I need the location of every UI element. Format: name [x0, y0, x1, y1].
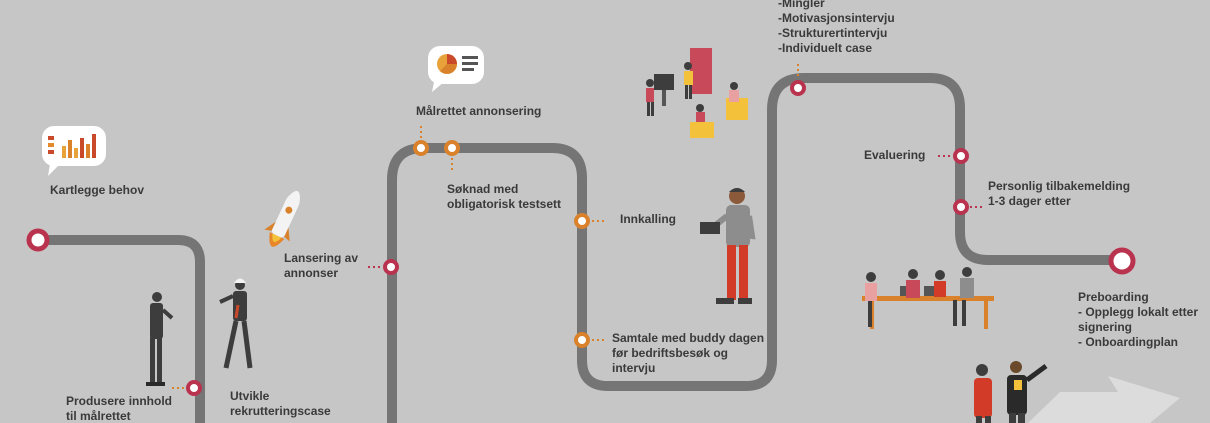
person-helmet-illustration — [219, 278, 253, 369]
marker-soknad — [444, 140, 460, 170]
marker-lansering — [368, 259, 399, 275]
person-tablet-illustration — [700, 188, 756, 304]
marker-evaluering — [938, 148, 969, 164]
bar-chart-speech-bubble-icon — [42, 126, 106, 176]
pie-chart-speech-bubble-icon — [428, 46, 484, 92]
step-samtale-buddy: Samtale med buddy dagen før bedriftsbesø… — [612, 331, 765, 375]
step-personlig-tilbakemelding: Personlig tilbakemelding 1-3 dager etter — [988, 179, 1131, 208]
step-soknad: Søknad med obligatorisk testsett — [447, 182, 562, 211]
end-marker — [1108, 247, 1136, 275]
step-lansering: Lansering av annonser — [284, 251, 359, 280]
step-kartlegge-behov: Kartlegge behov — [50, 183, 145, 197]
step-evaluering: Evaluering — [864, 148, 926, 162]
step-innkalling: Innkalling — [620, 212, 677, 226]
marker-samtale — [574, 332, 606, 348]
marker-produsere — [172, 380, 202, 396]
two-people-illustration — [974, 361, 1048, 423]
meeting-table-illustration — [862, 267, 994, 329]
step-utvikle-case: Utvikle rekrutteringscase — [230, 389, 331, 418]
person-phone-illustration — [146, 292, 174, 386]
interview-scene-illustration — [646, 48, 748, 138]
step-malrettet-annonsering: Målrettet annonsering — [416, 104, 542, 118]
marker-intervju — [790, 64, 806, 96]
marker-malrettet — [413, 126, 429, 156]
step-intervju-list: -Mingler -Motivasjonsintervju -Strukture… — [778, 0, 895, 55]
rocket-icon — [264, 191, 300, 247]
step-preboarding: Preboarding - Opplegg lokalt etter signe… — [1078, 290, 1199, 349]
forward-arrow-illustration — [1028, 376, 1180, 423]
road-path — [38, 73, 1122, 423]
start-marker — [26, 228, 50, 252]
marker-innkalling — [574, 213, 606, 229]
marker-personlig — [953, 199, 984, 215]
step-produsere-innhold: Produsere innhold til målrettet — [66, 394, 173, 423]
